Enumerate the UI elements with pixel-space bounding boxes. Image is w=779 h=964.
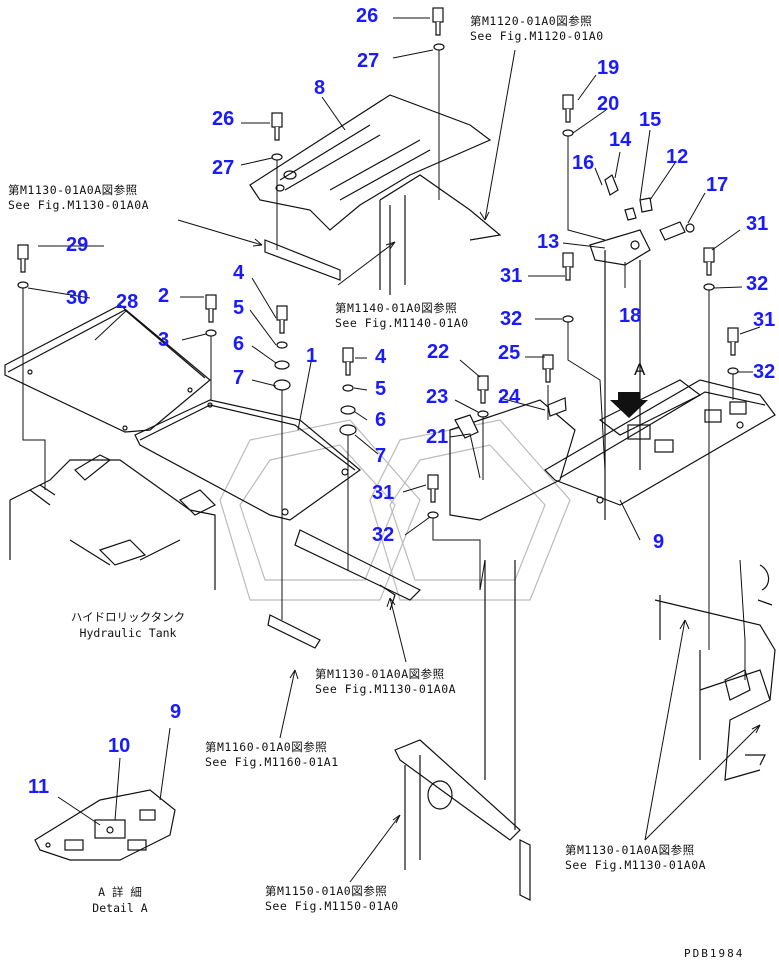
callout-27: 27 xyxy=(212,157,235,179)
callout-28: 28 xyxy=(116,291,139,313)
hydraulic-tank xyxy=(9,454,217,590)
callout-31: 31 xyxy=(372,482,395,504)
view-arrow-label: A xyxy=(634,360,646,379)
ref-m1160: 第M1160-01A0図参照 See Fig.M1160-01A1 xyxy=(205,740,339,770)
callout-26: 26 xyxy=(212,108,235,130)
ref-m1130-top-jp: 第M1130-01A0A図参照 xyxy=(8,183,138,197)
ref-m1120-jp: 第M1120-01A0図参照 xyxy=(470,14,593,28)
ref-m1160-en: See Fig.M1160-01A1 xyxy=(205,755,339,769)
callout-16: 16 xyxy=(572,152,595,174)
ref-m1130-top-en: See Fig.M1130-01A0A xyxy=(8,198,150,212)
callout-4: 4 xyxy=(233,262,245,284)
upper-cover-8 xyxy=(249,94,502,295)
callout-24: 24 xyxy=(498,386,521,408)
callout-3: 3 xyxy=(158,329,170,351)
ref-m1130-right: 第M1130-01A0A図参照 See Fig.M1130-01A0A xyxy=(565,843,706,873)
ref-m1150: 第M1150-01A0図参照 See Fig.M1150-01A0 xyxy=(265,884,399,914)
leader-lines xyxy=(27,17,761,826)
ref-m1140: 第M1140-01A0図参照 See Fig.M1140-01A0 xyxy=(335,301,469,331)
callout-29: 29 xyxy=(66,234,89,256)
callout-6: 6 xyxy=(375,409,387,431)
right-upper-bracket xyxy=(589,229,651,520)
callout-5: 5 xyxy=(233,297,245,319)
caption-detail-a-en: Detail A xyxy=(92,901,148,915)
watermark-logo xyxy=(219,419,571,601)
frame-9 xyxy=(544,379,776,506)
callout-12: 12 xyxy=(666,146,689,168)
ref-m1140-jp: 第M1140-01A0図参照 xyxy=(335,301,458,315)
callout-2: 2 xyxy=(158,285,170,307)
callout-32: 32 xyxy=(372,524,395,546)
ref-m1150-jp: 第M1150-01A0図参照 xyxy=(265,884,388,898)
assembly-lines xyxy=(22,50,746,680)
callout-32: 32 xyxy=(753,361,776,383)
middle-channel xyxy=(267,399,576,649)
callout-23: 23 xyxy=(426,386,449,408)
callout-22: 22 xyxy=(427,341,450,363)
callout-7: 7 xyxy=(233,367,245,389)
ref-m1130-right-en: See Fig.M1130-01A0A xyxy=(565,858,707,872)
callout-31: 31 xyxy=(500,265,523,287)
ref-m1130-mid-jp: 第M1130-01A0A図参照 xyxy=(315,667,445,681)
caption-detail-a-jp: A 詳 細 xyxy=(98,885,142,899)
ref-m1120: 第M1120-01A0図参照 See Fig.M1120-01A0 xyxy=(470,14,604,44)
callout-18: 18 xyxy=(619,305,642,327)
caption-detail-a: A 詳 細 Detail A xyxy=(70,884,170,916)
detail-a-part xyxy=(34,789,176,861)
left-cover-28 xyxy=(4,304,211,433)
right-lower-frame xyxy=(654,564,776,781)
ref-m1150-en: See Fig.M1150-01A0 xyxy=(265,899,399,913)
caption-hydraulic-tank-jp: ハイドロリックタンク xyxy=(70,610,186,624)
callout-11: 11 xyxy=(28,776,50,798)
callout-13: 13 xyxy=(537,231,560,253)
callout-31: 31 xyxy=(753,309,776,331)
callout-10: 10 xyxy=(108,735,131,757)
fasteners xyxy=(17,7,739,519)
callout-31: 31 xyxy=(746,213,769,235)
callout-9: 9 xyxy=(170,701,182,723)
callout-25: 25 xyxy=(498,342,521,364)
cover-1 xyxy=(134,399,361,521)
callout-14: 14 xyxy=(609,129,632,151)
callout-26: 26 xyxy=(356,5,379,27)
caption-hydraulic-tank-en: Hydraulic Tank xyxy=(79,626,177,640)
callout-32: 32 xyxy=(746,273,769,295)
callout-8: 8 xyxy=(314,77,326,99)
callout-6: 6 xyxy=(233,333,245,355)
callout-20: 20 xyxy=(597,93,620,115)
callout-4: 4 xyxy=(375,346,387,368)
reference-arrows xyxy=(177,49,761,883)
caption-hydraulic-tank: ハイドロリックタンク Hydraulic Tank xyxy=(58,609,198,641)
callout-21: 21 xyxy=(426,426,449,448)
callout-17: 17 xyxy=(706,174,729,196)
callout-5: 5 xyxy=(375,378,387,400)
ref-m1130-right-jp: 第M1130-01A0A図参照 xyxy=(565,843,695,857)
callout-1: 1 xyxy=(306,345,318,367)
drawing-code: PDB1984 xyxy=(684,947,745,960)
callout-32: 32 xyxy=(500,308,523,330)
ref-m1160-jp: 第M1160-01A0図参照 xyxy=(205,740,328,754)
callout-9: 9 xyxy=(653,531,665,553)
ref-m1130-mid: 第M1130-01A0A図参照 See Fig.M1130-01A0A xyxy=(315,667,456,697)
callout-15: 15 xyxy=(639,109,662,131)
ref-m1130-top: 第M1130-01A0A図参照 See Fig.M1130-01A0A xyxy=(8,183,149,213)
callout-30: 30 xyxy=(66,287,89,309)
ref-m1140-en: See Fig.M1140-01A0 xyxy=(335,316,469,330)
view-arrow-a xyxy=(610,392,648,418)
ref-m1130-mid-en: See Fig.M1130-01A0A xyxy=(315,682,457,696)
callout-7: 7 xyxy=(375,445,387,467)
callout-27: 27 xyxy=(357,50,380,72)
frame-lower xyxy=(394,560,531,901)
callout-19: 19 xyxy=(597,57,620,79)
ref-m1120-en: See Fig.M1120-01A0 xyxy=(470,29,604,43)
